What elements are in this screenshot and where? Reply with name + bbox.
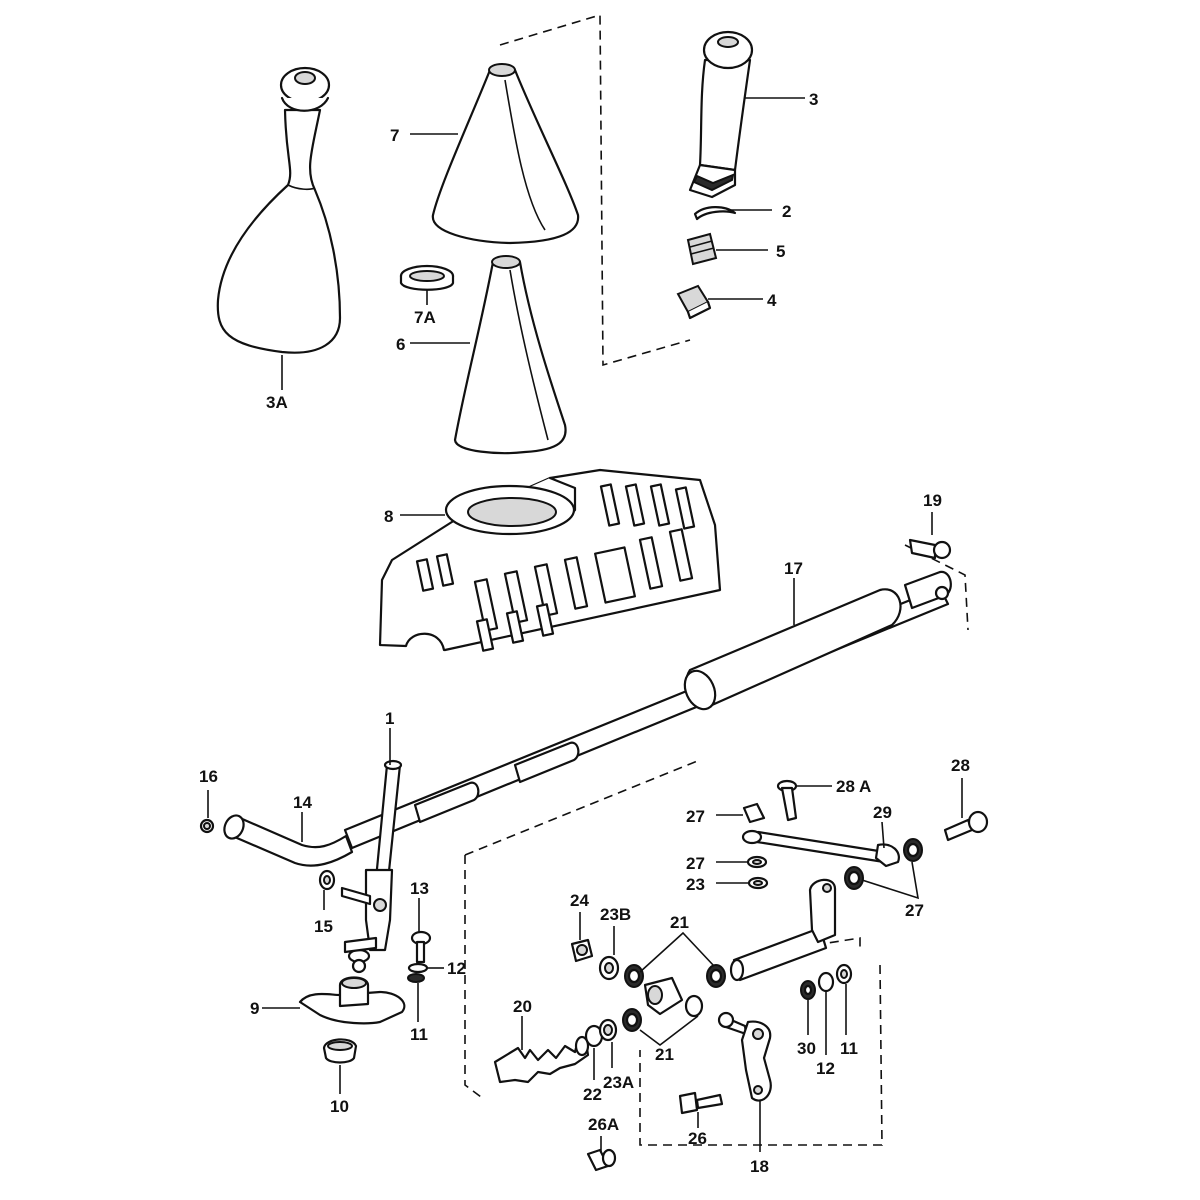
label-30: 30 xyxy=(797,1039,816,1058)
label-26: 26 xyxy=(688,1129,707,1148)
label-2: 2 xyxy=(782,202,791,221)
label-7: 7 xyxy=(390,126,399,145)
label-26a: 26A xyxy=(588,1115,619,1134)
label-28a: 28 A xyxy=(836,777,871,796)
label-3: 3 xyxy=(809,90,818,109)
label-27-right: 27 xyxy=(905,901,924,920)
nut-30 xyxy=(800,980,816,1000)
label-23: 23 xyxy=(686,875,705,894)
label-10: 10 xyxy=(330,1097,349,1116)
ring-21-upper-right xyxy=(706,964,726,988)
leader-lines xyxy=(207,97,963,1152)
bolt-26a xyxy=(586,1148,617,1172)
label-13: 13 xyxy=(410,879,429,898)
ring-21-upper-left xyxy=(624,964,644,988)
bolt-26 xyxy=(678,1091,724,1115)
console-ribs xyxy=(415,483,696,652)
label-3a: 3A xyxy=(266,393,288,412)
label-27-upper: 27 xyxy=(686,807,705,826)
washer-12-left xyxy=(407,962,429,974)
link-rod-29 xyxy=(741,829,900,868)
label-22: 22 xyxy=(583,1085,602,1104)
bushing-27-lower xyxy=(844,866,864,890)
label-21-upper: 21 xyxy=(670,913,689,932)
base-plate-9 xyxy=(298,976,406,1025)
label-4: 4 xyxy=(767,291,777,310)
label-17: 17 xyxy=(784,559,803,578)
cap-4 xyxy=(676,284,712,320)
washer-23a xyxy=(598,1018,618,1042)
circlip-2 xyxy=(693,206,737,221)
label-15: 15 xyxy=(314,917,333,936)
callout-labels: 7 3 2 5 4 7A 6 3A 8 19 17 1 16 14 15 13 … xyxy=(199,90,970,1176)
clip-16 xyxy=(199,818,215,834)
spring-insert-5 xyxy=(686,232,718,266)
label-23a: 23A xyxy=(603,1073,634,1092)
label-16: 16 xyxy=(199,767,218,786)
label-7a: 7A xyxy=(414,308,436,327)
bent-tube-14 xyxy=(223,814,354,867)
bushing-27-right xyxy=(903,838,923,862)
shift-lever-1 xyxy=(340,759,403,974)
upper-cone-boot-7 xyxy=(431,63,580,245)
bushing-10 xyxy=(322,1038,358,1064)
bolt-28a xyxy=(776,779,798,822)
label-19: 19 xyxy=(923,491,942,510)
label-23b: 23B xyxy=(600,905,631,924)
ring-21-lower xyxy=(622,1008,642,1032)
label-8: 8 xyxy=(384,507,393,526)
label-20: 20 xyxy=(513,997,532,1016)
washer-11-right xyxy=(835,963,853,985)
gear-knob-boot-3a xyxy=(216,66,342,354)
bolt-13 xyxy=(410,930,432,964)
lower-cone-boot-6 xyxy=(453,255,567,455)
lever-shaft xyxy=(729,878,837,982)
label-6: 6 xyxy=(396,335,405,354)
bolt-28 xyxy=(943,810,989,842)
shift-rod-17 xyxy=(343,570,952,850)
label-5: 5 xyxy=(776,242,785,261)
label-12-right: 12 xyxy=(816,1059,835,1078)
label-1: 1 xyxy=(385,709,394,728)
washer-15 xyxy=(318,869,336,891)
label-11-right: 11 xyxy=(840,1039,858,1058)
label-14: 14 xyxy=(293,793,312,812)
label-28: 28 xyxy=(951,756,970,775)
label-27-middle: 27 xyxy=(686,854,705,873)
bolt-19 xyxy=(908,538,952,560)
washer-23b xyxy=(598,955,620,981)
ring-7a xyxy=(399,264,455,291)
gear-knob-3 xyxy=(688,30,754,199)
shift-console-cover-8 xyxy=(378,468,722,652)
label-18: 18 xyxy=(750,1157,769,1176)
nut-27-upper xyxy=(742,802,766,824)
label-11-left: 11 xyxy=(410,1025,428,1044)
selector-lever-18 xyxy=(717,1011,772,1102)
nut-11-left xyxy=(407,973,425,983)
label-9: 9 xyxy=(250,999,259,1018)
label-21-lower: 21 xyxy=(655,1045,674,1064)
washer-27-middle xyxy=(746,855,768,869)
washer-23-right xyxy=(747,876,769,890)
washer-12-right xyxy=(817,971,835,993)
nut-24 xyxy=(570,938,594,963)
selector-shaft-20 xyxy=(493,1035,590,1084)
label-29: 29 xyxy=(873,803,892,822)
label-24: 24 xyxy=(570,891,589,910)
label-12-left: 12 xyxy=(447,959,466,978)
ring-21-small xyxy=(684,994,704,1018)
joint-block-21 xyxy=(643,976,684,1016)
